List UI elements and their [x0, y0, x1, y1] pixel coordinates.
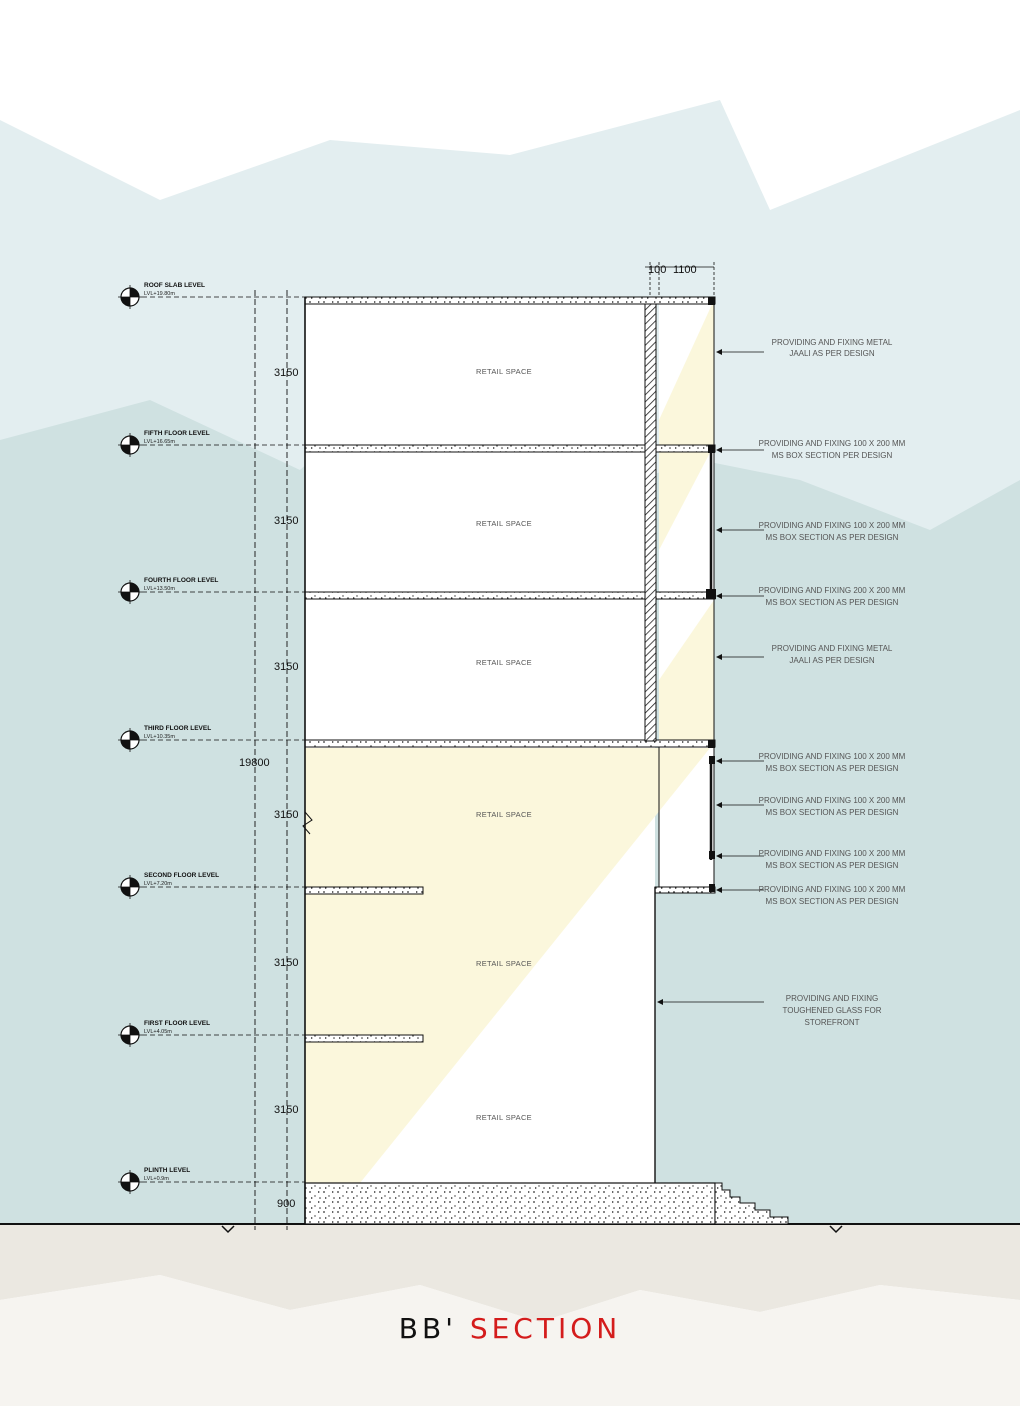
box-section-third	[708, 740, 715, 748]
svg-text:PROVIDING AND FIXING 100 X 200: PROVIDING AND FIXING 100 X 200 MM	[759, 849, 906, 858]
svg-text:PROVIDING AND FIXING 200 X 200: PROVIDING AND FIXING 200 X 200 MM	[759, 586, 906, 595]
svg-text:ROOF SLAB LEVEL: ROOF SLAB LEVEL	[144, 282, 205, 289]
level-fourth: FOURTH FLOOR LEVEL LVL+13.50m	[118, 577, 305, 604]
dim-floor-6: 3150	[274, 367, 298, 379]
box-section-fourth	[706, 589, 716, 599]
ground-mark-right	[829, 1225, 843, 1234]
space-label: RETAIL SPACE	[476, 959, 532, 968]
svg-text:MS BOX SECTION AS PER DESIGN: MS BOX SECTION AS PER DESIGN	[766, 897, 899, 906]
box-section-2a	[709, 756, 715, 764]
note-6: PROVIDING AND FIXING 100 X 200 MM MS BOX…	[716, 752, 906, 773]
dim-floor-2: 3150	[274, 957, 298, 969]
dim-total: 19800	[239, 757, 270, 769]
svg-text:JAALI AS PER DESIGN: JAALI AS PER DESIGN	[789, 349, 875, 358]
slab-first-partial	[304, 1034, 424, 1043]
space-label: RETAIL SPACE	[476, 519, 532, 528]
dim-floor-4: 3150	[274, 661, 298, 673]
level-second: SECOND FLOOR LEVEL LVL+7.20m	[118, 872, 305, 899]
svg-text:THIRD FLOOR LEVEL: THIRD FLOOR LEVEL	[144, 725, 211, 732]
section-title-part2: SECTION	[469, 1312, 622, 1345]
svg-text:LVL+4.05m: LVL+4.05m	[144, 1029, 172, 1035]
svg-text:FIFTH FLOOR LEVEL: FIFTH FLOOR LEVEL	[144, 430, 210, 437]
dim-floor-3: 3150	[274, 809, 298, 821]
svg-text:PROVIDING AND FIXING 100 X 200: PROVIDING AND FIXING 100 X 200 MM	[759, 885, 906, 894]
svg-text:LVL+16.65m: LVL+16.65m	[144, 439, 175, 445]
svg-text:LVL+0.9m: LVL+0.9m	[144, 1176, 169, 1182]
light-cone-mid	[659, 600, 714, 740]
svg-text:FOURTH FLOOR LEVEL: FOURTH FLOOR LEVEL	[144, 577, 218, 584]
note-5: PROVIDING AND FIXING METAL JAALI AS PER …	[716, 644, 893, 665]
box-section-2b	[709, 851, 715, 859]
note-10: PROVIDING AND FIXING TOUGHENED GLASS FOR…	[657, 994, 882, 1027]
box-section-fifth	[708, 445, 715, 453]
dim-floor-5: 3150	[274, 515, 298, 527]
svg-text:LVL+7.20m: LVL+7.20m	[144, 881, 172, 887]
svg-text:TOUGHENED GLASS FOR: TOUGHENED GLASS FOR	[783, 1006, 882, 1015]
level-roof: ROOF SLAB LEVEL LVL+19.80m	[118, 282, 305, 309]
top-dim-100: 100	[648, 264, 666, 276]
svg-text:PROVIDING AND FIXING 100 X 200: PROVIDING AND FIXING 100 X 200 MM	[759, 521, 906, 530]
space-label: RETAIL SPACE	[476, 367, 532, 376]
svg-text:SECOND FLOOR LEVEL: SECOND FLOOR LEVEL	[144, 872, 219, 879]
roof-slab	[304, 296, 716, 305]
svg-text:MS BOX SECTION AS PER DESIGN: MS BOX SECTION AS PER DESIGN	[766, 598, 899, 607]
svg-text:PROVIDING AND FIXING METAL: PROVIDING AND FIXING METAL	[772, 644, 893, 653]
level-fifth: FIFTH FLOOR LEVEL LVL+16.65m	[118, 430, 305, 457]
svg-text:MS BOX SECTION AS PER DESIGN: MS BOX SECTION AS PER DESIGN	[766, 861, 899, 870]
dim-plinth: 900	[277, 1198, 295, 1210]
note-2: PROVIDING AND FIXING 100 X 200 MM MS BOX…	[716, 439, 906, 460]
box-section-2c	[709, 884, 715, 892]
dim-break	[302, 811, 313, 835]
svg-text:MS BOX SECTION AS PER DESIGN: MS BOX SECTION AS PER DESIGN	[766, 533, 899, 542]
svg-text:MS BOX SECTION AS PER DESIGN: MS BOX SECTION AS PER DESIGN	[766, 808, 899, 817]
svg-text:PROVIDING AND FIXING 100 X 200: PROVIDING AND FIXING 100 X 200 MM	[759, 796, 906, 805]
svg-text:LVL+10.35m: LVL+10.35m	[144, 734, 175, 740]
note-7: PROVIDING AND FIXING 100 X 200 MM MS BOX…	[716, 796, 906, 817]
top-dim-1100: 1100	[673, 264, 697, 276]
svg-text:PROVIDING AND FIXING 100 X 200: PROVIDING AND FIXING 100 X 200 MM	[759, 439, 906, 448]
space-label: RETAIL SPACE	[476, 810, 532, 819]
svg-text:PLINTH LEVEL: PLINTH LEVEL	[144, 1167, 190, 1174]
svg-text:MS BOX SECTION AS PER DESIGN: MS BOX SECTION AS PER DESIGN	[766, 764, 899, 773]
note-8: PROVIDING AND FIXING 100 X 200 MM MS BOX…	[716, 849, 906, 870]
space-label: RETAIL SPACE	[476, 658, 532, 667]
level-first: FIRST FLOOR LEVEL LVL+4.05m	[118, 1020, 305, 1047]
light-cone-lower	[305, 748, 710, 1183]
light-cone-top	[659, 300, 714, 550]
dim-floor-1: 3150	[274, 1104, 298, 1116]
interior-upper	[305, 300, 655, 743]
plinth-steps	[714, 1182, 789, 1225]
space-label: RETAIL SPACE	[476, 1113, 532, 1122]
hatched-wall	[644, 303, 657, 742]
svg-text:PROVIDING AND FIXING METAL: PROVIDING AND FIXING METAL	[772, 338, 893, 347]
svg-text:FIRST FLOOR LEVEL: FIRST FLOOR LEVEL	[144, 1020, 210, 1027]
note-1: PROVIDING AND FIXING METAL JAALI AS PER …	[716, 338, 893, 358]
ground-mark-left	[221, 1225, 235, 1234]
slab-second-partial	[304, 886, 424, 895]
svg-text:LVL+13.50m: LVL+13.50m	[144, 586, 175, 592]
note-9: PROVIDING AND FIXING 100 X 200 MM MS BOX…	[716, 885, 906, 906]
svg-text:PROVIDING AND FIXING 100 X 200: PROVIDING AND FIXING 100 X 200 MM	[759, 752, 906, 761]
svg-text:MS BOX SECTION PER DESIGN: MS BOX SECTION PER DESIGN	[772, 451, 893, 460]
balcony-slab-second	[654, 886, 716, 894]
section-title-part1: BB'	[398, 1312, 457, 1345]
svg-text:STOREFRONT: STOREFRONT	[805, 1018, 860, 1027]
section-title: BB' SECTION	[0, 1312, 1020, 1345]
note-3: PROVIDING AND FIXING 100 X 200 MM MS BOX…	[716, 521, 906, 542]
ground-band-lower	[0, 1275, 1020, 1406]
svg-text:LVL+19.80m: LVL+19.80m	[144, 291, 175, 297]
note-4: PROVIDING AND FIXING 200 X 200 MM MS BOX…	[716, 586, 906, 607]
ground-band	[0, 1225, 1020, 1322]
level-third: THIRD FLOOR LEVEL LVL+10.35m	[118, 725, 305, 752]
svg-text:PROVIDING AND FIXING: PROVIDING AND FIXING	[786, 994, 878, 1003]
box-section-roof	[708, 297, 715, 305]
level-plinth: PLINTH LEVEL LVL+0.9m	[118, 1167, 305, 1194]
svg-text:JAALI AS PER DESIGN: JAALI AS PER DESIGN	[789, 656, 875, 665]
plinth	[304, 1182, 716, 1225]
